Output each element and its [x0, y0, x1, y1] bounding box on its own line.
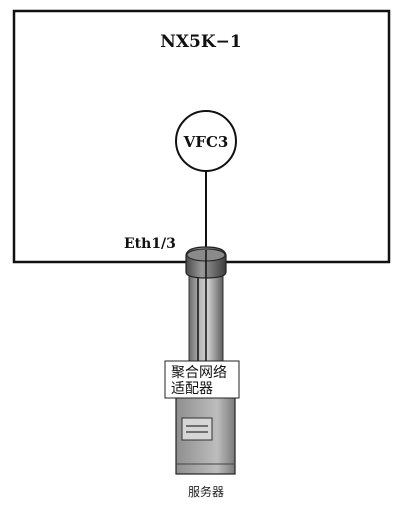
vfc-label: VFC3	[183, 133, 229, 151]
adapter-label-line1: 聚合网络	[171, 365, 227, 381]
vfc-circle	[175, 110, 237, 172]
adapter-label-line2: 适配器	[171, 381, 213, 397]
switch-name: NX5K−1	[160, 32, 241, 52]
server-label: 服务器	[188, 484, 224, 499]
adapter-box	[164, 360, 240, 399]
server-front-panel	[181, 417, 213, 441]
port-label: Eth1/3	[124, 236, 176, 252]
